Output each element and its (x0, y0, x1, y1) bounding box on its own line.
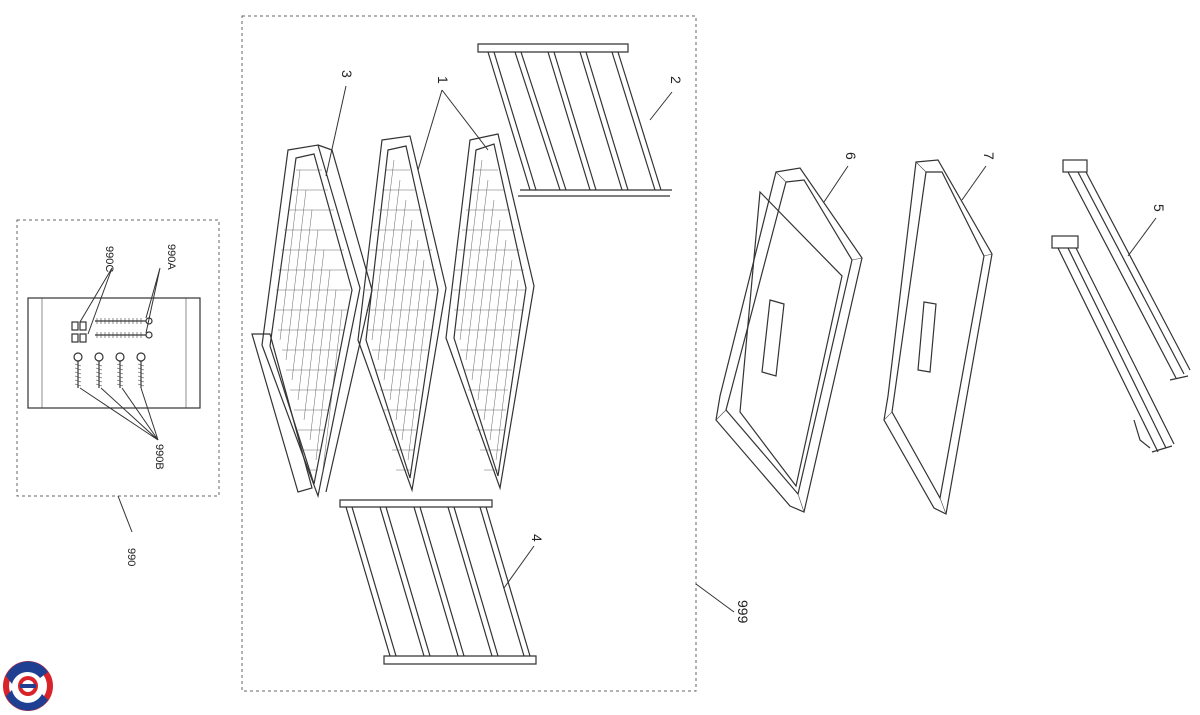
rack-right (445, 133, 535, 491)
long-screws-990a (95, 317, 153, 339)
label-6: 6 (843, 152, 859, 160)
leader-5 (1127, 217, 1157, 257)
leader-999 (695, 583, 735, 613)
side-rail-bottom (339, 499, 537, 665)
label-3: 3 (339, 70, 355, 78)
leader-2 (649, 91, 673, 121)
side-rail-top (477, 43, 672, 197)
label-4: 4 (529, 534, 545, 542)
spare-parts-logo-icon (3, 661, 53, 711)
leader-990b (79, 387, 159, 441)
leader-990a (145, 267, 161, 334)
leader-990c (79, 267, 113, 335)
tray-deep (715, 167, 863, 513)
leader-7 (961, 165, 987, 201)
accessory-set-frame (241, 15, 697, 692)
label-990b: 990B (153, 444, 165, 470)
label-5: 5 (1151, 204, 1167, 212)
tray-shallow (883, 159, 993, 515)
telescopic-runners (1051, 159, 1191, 453)
label-2: 2 (668, 76, 684, 84)
wood-screws-990b (73, 352, 146, 388)
leader-6 (823, 165, 849, 203)
leader-990 (117, 495, 133, 533)
leader-3 (325, 85, 347, 177)
screw-kit-frame (16, 219, 220, 497)
rack-middle (357, 135, 447, 493)
label-990: 990 (125, 548, 137, 566)
label-1: 1 (435, 76, 451, 84)
rack-left (251, 144, 373, 499)
leader-1 (417, 89, 489, 171)
label-990a: 990A (165, 244, 177, 270)
screw-kit-box (27, 297, 201, 409)
label-990c: 990C (103, 246, 115, 272)
label-7: 7 (981, 152, 997, 160)
label-999: 999 (735, 600, 751, 624)
small-screws-990c (71, 321, 87, 343)
leader-4 (503, 545, 535, 589)
